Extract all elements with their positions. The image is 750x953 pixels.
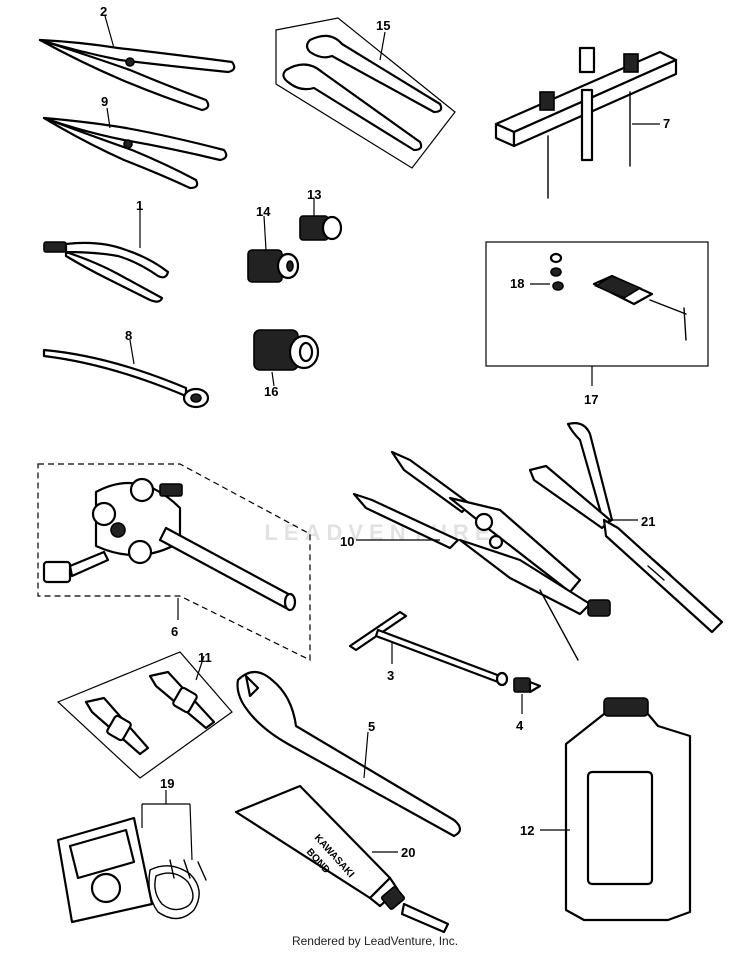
callout-19: 19	[160, 776, 174, 791]
callout-9: 9	[101, 94, 108, 109]
callout-1: 1	[136, 198, 143, 213]
puller-bar[interactable]	[494, 46, 678, 199]
clutch-holder-locking-pliers[interactable]	[352, 450, 611, 661]
callout-15: 15	[376, 18, 390, 33]
socket-14[interactable]	[247, 249, 300, 283]
socket-16[interactable]	[253, 329, 320, 371]
callout-16: 16	[264, 384, 278, 399]
callout-11: 11	[198, 650, 212, 665]
callout-6: 6	[171, 624, 178, 639]
hook-wrench[interactable]	[236, 670, 462, 838]
circlip-pliers-external[interactable]	[38, 38, 236, 112]
nut-13[interactable]	[299, 215, 343, 241]
flywheel-puller[interactable]	[42, 477, 297, 612]
jet-pieces-18[interactable]	[549, 252, 564, 291]
jet-tool[interactable]	[592, 274, 687, 341]
long-shaft-tool[interactable]	[42, 348, 210, 409]
callout-4: 4	[516, 718, 524, 733]
fitting-4[interactable]	[513, 677, 542, 694]
callout-7: 7	[663, 116, 670, 131]
hook-spanner-pair[interactable]	[282, 34, 443, 152]
callout-17: 17	[584, 392, 598, 407]
circlip-pliers-internal[interactable]	[42, 116, 228, 190]
callout-2: 2	[100, 4, 107, 19]
t-handle-tool[interactable]	[348, 610, 509, 687]
shaft-adapters[interactable]	[84, 670, 216, 756]
callout-13: 13	[307, 187, 321, 202]
callout-12: 12	[520, 823, 534, 838]
part-15-group-outline	[275, 17, 456, 169]
multimeter[interactable]	[56, 816, 207, 924]
part-6-group-outline	[37, 463, 311, 661]
callout-3: 3	[387, 668, 394, 683]
flywheel-holder[interactable]	[528, 422, 724, 634]
callout-18: 18	[510, 276, 524, 291]
callout-10: 10	[340, 534, 354, 549]
callout-14: 14	[256, 204, 271, 219]
callout-8: 8	[125, 328, 132, 343]
bottle[interactable]	[564, 697, 692, 922]
credit-text: Rendered by LeadVenture, Inc.	[291, 934, 459, 948]
callout-20: 20	[401, 845, 415, 860]
part-17-box	[485, 241, 709, 367]
pliers[interactable]	[43, 241, 170, 303]
part-11-group-outline	[56, 651, 233, 779]
callout-21: 21	[641, 514, 655, 529]
callout-5: 5	[368, 719, 375, 734]
